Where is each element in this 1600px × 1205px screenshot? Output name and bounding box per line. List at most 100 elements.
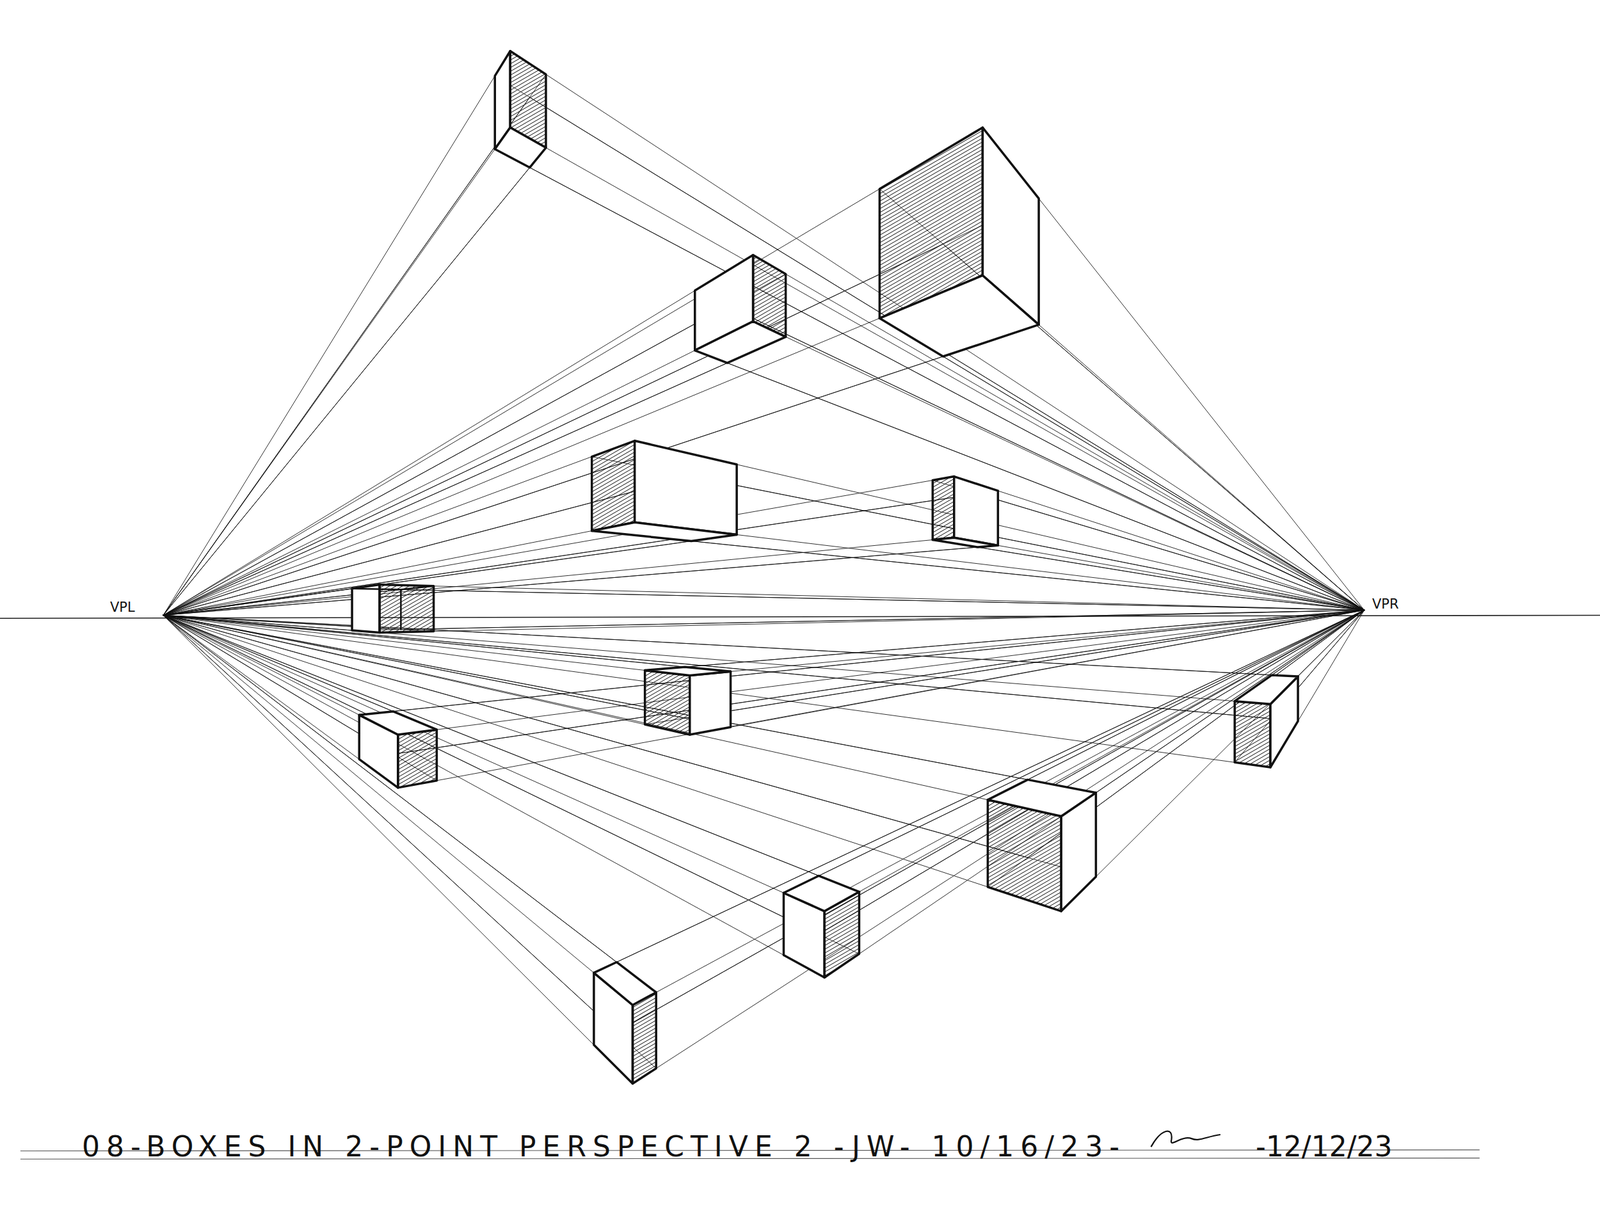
box-face xyxy=(954,476,999,546)
construction-line xyxy=(783,609,1364,955)
box-face xyxy=(645,666,731,676)
date-label: -12/12/23 xyxy=(1255,1131,1393,1163)
box-face xyxy=(592,522,737,541)
box-face xyxy=(695,321,786,363)
construction-line xyxy=(977,547,1365,610)
construction-line xyxy=(593,609,1365,1045)
construction-line xyxy=(163,615,633,1084)
construction-line xyxy=(163,615,1271,768)
box-face xyxy=(494,127,546,168)
construction-line xyxy=(987,609,1364,800)
construction-line xyxy=(163,615,825,911)
construction-line xyxy=(691,540,1365,610)
construction-line xyxy=(634,440,1365,611)
construction-line xyxy=(163,615,1096,877)
construction-line xyxy=(824,609,1364,978)
signature xyxy=(1150,1131,1220,1148)
construction-line xyxy=(727,305,1364,610)
construction-line xyxy=(392,609,1365,712)
construction-line xyxy=(163,147,546,616)
construction-line xyxy=(163,615,1096,793)
construction-line xyxy=(510,127,1365,610)
construction-line xyxy=(632,609,1365,1005)
construction-line xyxy=(163,615,859,954)
construction-line xyxy=(932,540,1364,611)
construction-line xyxy=(982,275,1364,610)
construction-line xyxy=(616,609,1364,962)
construction-line xyxy=(163,440,635,616)
box-face xyxy=(379,584,434,633)
box-face xyxy=(634,440,737,536)
construction-line xyxy=(163,356,943,616)
construction-line xyxy=(359,609,1364,760)
construction-line xyxy=(163,615,825,978)
box-face xyxy=(987,779,1096,816)
construction-line xyxy=(163,324,1039,616)
construction-line xyxy=(163,615,1028,858)
construction-line xyxy=(1061,609,1365,911)
construction-line xyxy=(753,321,1365,610)
construction-line xyxy=(163,615,1028,780)
box-face xyxy=(398,729,438,788)
construction-line xyxy=(982,127,1364,610)
construction-line xyxy=(510,51,1365,611)
box-face xyxy=(1234,701,1271,768)
box-face xyxy=(879,275,1039,357)
box-face xyxy=(593,961,656,1005)
construction-line xyxy=(163,615,399,788)
construction-line xyxy=(163,167,530,616)
construction-line xyxy=(824,609,1364,911)
box-face xyxy=(645,670,690,735)
construction-line xyxy=(163,615,656,1069)
construction-line xyxy=(593,609,1365,973)
construction-line xyxy=(818,609,1364,934)
construction-line xyxy=(684,609,1365,719)
construction-line xyxy=(379,584,1365,611)
construction-line xyxy=(398,609,1365,788)
construction-line xyxy=(943,356,1365,610)
construction-line xyxy=(163,584,380,616)
box-edge xyxy=(400,586,434,591)
construction-line xyxy=(727,362,1364,610)
box-face xyxy=(359,711,437,735)
construction-line xyxy=(163,615,1062,911)
vanishing-point-label: VPR xyxy=(1370,597,1401,612)
construction-line xyxy=(352,588,1365,611)
caption-text: 08-BOXES IN 2-POINT PERSPECTIVE 2 -JW- 1… xyxy=(81,1131,1126,1163)
construction-line xyxy=(163,615,819,876)
construction-line xyxy=(163,476,955,616)
box-face xyxy=(689,671,731,735)
box-face xyxy=(592,440,635,532)
construction-line xyxy=(645,609,1365,671)
construction-line xyxy=(163,275,983,616)
box-face xyxy=(932,537,998,548)
construction-line xyxy=(163,535,737,616)
construction-line xyxy=(163,51,511,616)
construction-line xyxy=(616,609,1364,1032)
box-group xyxy=(352,51,1298,1085)
construction-line xyxy=(352,609,1365,631)
box-face xyxy=(932,476,954,541)
construction-line xyxy=(695,350,1365,611)
construction-line xyxy=(163,615,617,1032)
construction-lines xyxy=(163,51,1365,1085)
construction-line xyxy=(163,547,978,616)
construction-line xyxy=(163,490,998,616)
box-edge xyxy=(352,588,401,591)
construction-line xyxy=(163,615,1298,677)
construction-line xyxy=(163,127,983,616)
construction-line xyxy=(400,589,1364,610)
construction-line xyxy=(163,273,786,616)
construction-line xyxy=(163,97,530,616)
construction-line xyxy=(529,97,1365,610)
box-edge xyxy=(400,589,402,630)
box-face xyxy=(632,992,657,1085)
construction-line xyxy=(163,537,955,616)
construction-line xyxy=(163,615,617,962)
construction-line xyxy=(163,74,546,616)
construction-line xyxy=(1027,609,1365,780)
construction-line xyxy=(632,609,1365,1084)
construction-line xyxy=(163,615,819,934)
construction-line xyxy=(163,615,633,1005)
